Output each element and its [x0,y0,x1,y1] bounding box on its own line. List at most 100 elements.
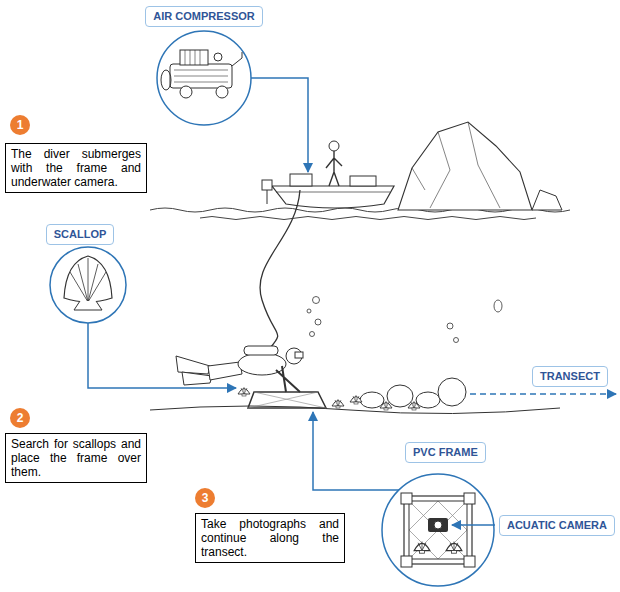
pipe-joint [401,556,412,567]
pvc-frame-inset [382,474,494,586]
callout-number: 2 [10,408,30,428]
step-box: Take photographs and continue along the … [195,513,345,563]
bubble [313,297,320,304]
label-box: ACUATIC CAMERA [499,515,615,536]
number-disc-fill [195,488,215,508]
wave-line [200,217,536,220]
boat [262,141,394,208]
rock [387,385,413,407]
label-text: TRANSECT [540,369,600,384]
frame-net [409,501,467,559]
rock [398,122,532,210]
step-box: The diver submerges with the frame and u… [5,143,147,193]
frame-net [248,392,326,408]
outboard-motor [262,180,272,190]
pvc-frame [248,392,326,408]
deck-box [350,176,376,186]
bubbles [307,297,502,343]
scallop [332,399,344,408]
scallop [446,542,462,554]
scallop [414,542,430,554]
label-text: SCALLOP [54,227,107,242]
hose-coil [161,70,171,90]
callout-number: 3 [195,488,215,508]
number-text: 1 [10,115,30,135]
vents [174,70,228,82]
rock [532,190,562,210]
bubble [454,338,459,343]
label-text: AIR COMPRESSOR [153,9,254,24]
label-box: AIR COMPRESSOR [145,6,262,27]
label-box: SCALLOP [46,224,115,245]
label-box: TRANSECT [532,366,608,387]
bubble [494,300,502,312]
leader-lines [88,78,616,525]
step-box: Search for scallops and place the frame … [5,433,147,483]
fin [176,356,210,374]
air-tank [244,346,278,355]
pipe-joint [464,556,475,567]
wheel [180,86,192,98]
step-text: Search for scallops and place the frame … [11,437,141,479]
leader-line [251,78,308,172]
transect-arrow [470,393,616,395]
label-box: PVC FRAME [405,442,486,463]
number-disc-fill [10,408,30,428]
number-text: 2 [10,408,30,428]
seabed-line [150,406,560,414]
pipe-joint [464,493,475,504]
arms [276,366,300,392]
compressor-body [170,64,232,88]
scallop [380,401,392,410]
compressor-inset [157,31,251,125]
handle [232,52,242,66]
step-text: Take photographs and continue along the … [201,517,339,559]
label-text: ACUATIC CAMERA [507,518,607,533]
step-text: The diver submerges with the frame and u… [11,147,141,189]
callout-number: 1 [10,115,30,135]
shell-hinge [74,301,102,310]
compressor-on-deck [290,174,312,186]
bubble [310,332,315,337]
camera-body [428,518,448,532]
leader-line [452,524,495,526]
scallop-inset [50,247,126,323]
motor [180,50,208,65]
pipe-inner [409,501,467,559]
gunwale [276,192,390,193]
seabed [150,378,560,414]
head [286,348,302,364]
shell-ridges [70,258,106,302]
number-disc-fill [10,115,30,135]
rock [360,392,384,408]
inset-circle [382,474,494,586]
fin [182,372,212,385]
gauge [214,53,222,61]
scallop [238,387,250,396]
scallop-shell [64,256,112,302]
bubble [315,319,321,325]
rock-shading [412,122,500,208]
scallop [408,401,420,410]
inset-circle [50,247,126,323]
diver [176,346,326,408]
motor-fins [185,50,200,65]
inset-circle [157,31,251,125]
person-head [329,141,339,151]
wheel [216,86,228,98]
rock-outcrop [398,122,562,210]
leader-line [313,412,399,490]
person-body [326,151,342,186]
number-text: 3 [195,488,215,508]
bubble [447,323,453,329]
pipe-outer [404,496,472,564]
scallop [350,395,362,404]
pipe-joint [401,493,412,504]
label-text: PVC FRAME [413,445,478,460]
rock [416,392,440,408]
rock [438,378,466,406]
legs [208,362,242,380]
leader-line [88,323,236,388]
